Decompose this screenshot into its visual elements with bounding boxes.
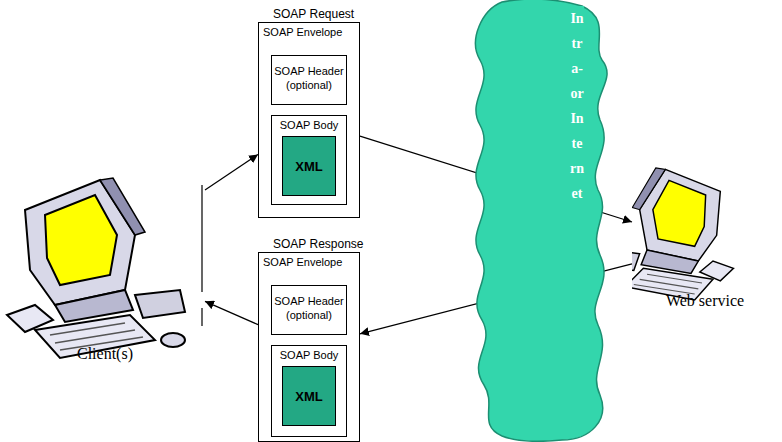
client-bar-line <box>201 185 202 292</box>
body-label: SOAP Body <box>272 116 346 131</box>
network-cloud: Intra- or Internet <box>462 0 618 442</box>
message-title: SOAP Response <box>273 237 364 251</box>
xml-label: XML <box>295 159 322 174</box>
body-label: SOAP Body <box>272 346 346 361</box>
computer-icon <box>632 140 772 305</box>
computer-label: Client(s) <box>5 345 205 363</box>
xml-label: XML <box>295 389 322 404</box>
xml-payload-box: XML <box>282 136 336 196</box>
envelope-label: SOAP Envelope <box>263 256 342 268</box>
header-label: SOAP Header (optional) <box>272 286 346 322</box>
message-arrow <box>205 154 258 190</box>
client-bar-line <box>201 308 202 326</box>
computer-label: Web service <box>632 292 778 310</box>
soap-message-box: SOAP ResponseSOAP EnvelopeSOAP Header (o… <box>258 252 360 442</box>
soap-header-box: SOAP Header (optional) <box>271 285 347 335</box>
soap-header-box: SOAP Header (optional) <box>271 55 347 105</box>
soap-body-box: SOAP BodyXML <box>271 115 347 205</box>
cloud-label: Intra- or Internet <box>570 6 584 206</box>
message-arrow <box>205 301 258 324</box>
soap-body-box: SOAP BodyXML <box>271 345 347 437</box>
header-label: SOAP Header (optional) <box>272 56 346 92</box>
soap-message-box: SOAP RequestSOAP EnvelopeSOAP Header (op… <box>258 22 360 218</box>
message-title: SOAP Request <box>273 7 354 21</box>
xml-payload-box: XML <box>282 366 336 426</box>
envelope-label: SOAP Envelope <box>263 26 342 38</box>
client-computer: Client(s) <box>5 140 205 375</box>
web-service-computer: Web service <box>632 170 778 320</box>
cloud-outline <box>462 0 618 442</box>
computer-icon <box>5 140 195 365</box>
